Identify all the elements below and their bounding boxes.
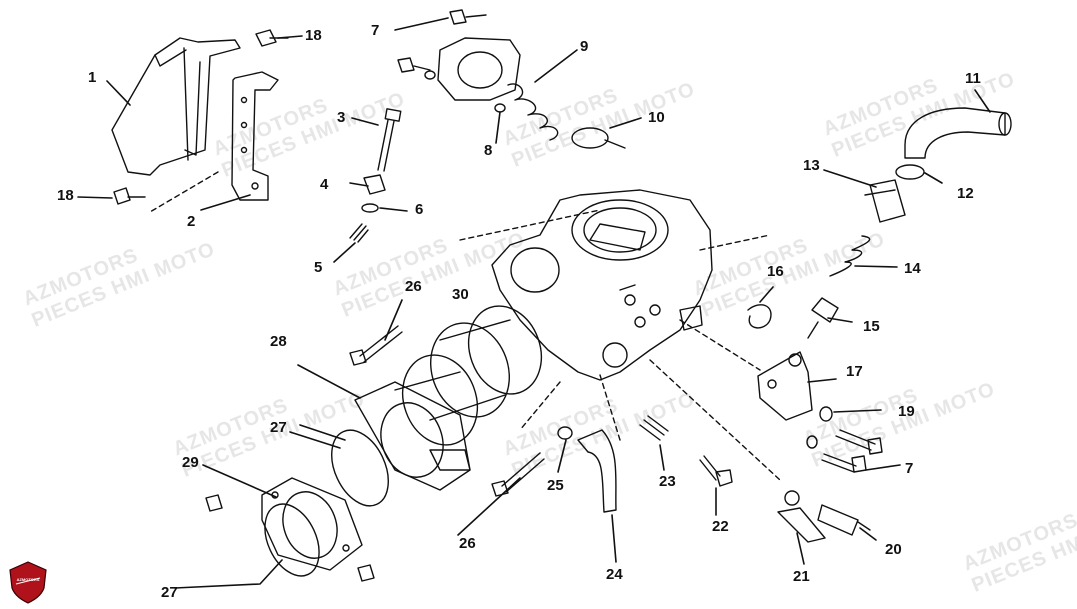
part-10-diaphragm: [571, 127, 626, 149]
part-6-washer: [361, 203, 379, 213]
part-nut-left: [205, 494, 223, 512]
callout-9: 9: [580, 38, 589, 55]
callout-24: 24: [606, 566, 623, 583]
part-7-screw-right-1: [835, 429, 883, 455]
callout-25: 25: [547, 477, 564, 494]
callout-22: 22: [712, 518, 729, 535]
part-2-bracket: [149, 71, 279, 213]
part-27-oring-upper: [331, 429, 389, 507]
callout-21: 21: [793, 568, 810, 585]
part-24-hose: [577, 429, 617, 513]
callout-14: 14: [904, 260, 921, 277]
part-30-clamp-and-intake: [394, 305, 543, 471]
logo-text: AZMOTORS: [16, 577, 40, 582]
part-3-bolt: [377, 108, 402, 172]
part-13-fitting: [864, 179, 906, 223]
callout-10: 10: [648, 109, 665, 126]
callout-5: 5: [314, 259, 323, 276]
callout-27-lower: 27: [161, 584, 178, 601]
part-nut-bottom: [357, 564, 375, 582]
azmotors-logo: AZMOTORS: [6, 560, 50, 604]
callout-11: 11: [965, 70, 981, 87]
part-20-sensor: [817, 504, 871, 536]
callout-20: 20: [885, 541, 902, 558]
callout-29: 29: [182, 454, 199, 471]
part-5-spring: [349, 223, 369, 243]
part-25-clip: [557, 426, 573, 440]
callout-7-top: 7: [371, 22, 380, 39]
callout-18-left: 18: [57, 187, 74, 204]
part-26-bolt-lower: [491, 452, 545, 497]
part-cover-plate: [437, 37, 521, 101]
callout-16: 16: [767, 263, 784, 280]
part-11-elbow: [904, 107, 1012, 159]
part-15-needle: [807, 297, 839, 339]
callout-8: 8: [484, 142, 493, 159]
part-16-clip: [747, 304, 772, 329]
callout-1: 1: [88, 69, 97, 86]
callout-19: 19: [898, 403, 915, 420]
callout-6: 6: [415, 201, 424, 218]
callout-4: 4: [320, 176, 329, 193]
callout-30: 30: [452, 286, 469, 303]
part-7-screw-right-2: [806, 435, 867, 473]
part-4-nut: [363, 174, 386, 195]
callout-26-lower: 26: [459, 535, 476, 552]
leader-lines: [77, 17, 991, 589]
part-7-screw-top: [449, 9, 487, 25]
part-22-screw: [699, 455, 733, 487]
part-26-bolt-upper: [349, 325, 403, 366]
part-7-screw-2: [397, 57, 436, 80]
part-9-spring: [507, 83, 559, 141]
part-12-oring: [895, 164, 925, 180]
callout-2: 2: [187, 213, 196, 230]
part-17-nozzle: [757, 351, 813, 421]
part-14-spring: [829, 235, 871, 277]
part-8-washer: [494, 103, 506, 113]
callout-18-top: 18: [305, 27, 322, 44]
shield-icon: [9, 561, 47, 604]
callout-15: 15: [863, 318, 880, 335]
callout-7-right: 7: [905, 460, 914, 477]
part-23-spring: [639, 415, 669, 441]
part-19-washer: [819, 406, 833, 422]
part-27-oring-lower: [264, 503, 320, 577]
part-1-heat-shield: [111, 37, 241, 176]
part-29-flange: [261, 477, 363, 571]
callout-23: 23: [659, 473, 676, 490]
part-18-screw-left: [113, 187, 146, 205]
callout-28: 28: [270, 333, 287, 350]
part-28-insulator: [354, 381, 471, 491]
part-21-bracket: [777, 490, 826, 543]
callout-3: 3: [337, 109, 346, 126]
callout-13: 13: [803, 157, 820, 174]
callout-26-upper: 26: [405, 278, 422, 295]
callout-12: 12: [957, 185, 974, 202]
callout-27-upper: 27: [270, 419, 287, 436]
callout-17: 17: [846, 363, 863, 380]
throttle-body: [459, 189, 781, 481]
